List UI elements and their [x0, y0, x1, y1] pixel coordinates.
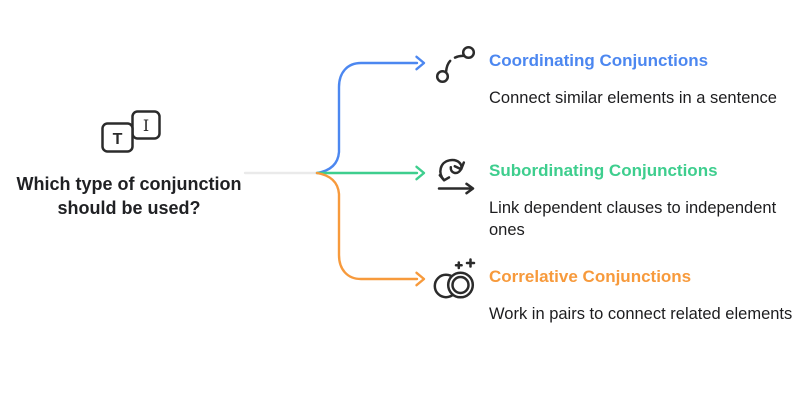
arrowhead-subordinating-icon [415, 165, 426, 181]
branch-correlative: Correlative Conjunctions Work in pairs t… [489, 266, 807, 325]
key-t-letter: T [113, 131, 123, 148]
branch-correlative-label: Correlative Conjunctions [489, 267, 692, 286]
branch-line-coordinating [315, 61, 419, 175]
arrowhead-coordinating-icon [415, 55, 426, 71]
branch-subordinating-description: Link dependent clauses to independent on… [489, 199, 777, 239]
branch-coordinating-label: Coordinating Conjunctions [489, 51, 709, 70]
key-t-box [101, 122, 134, 153]
branch-line-correlative [315, 171, 419, 281]
branch-subordinating: Subordinating Conjunctions Link dependen… [489, 160, 807, 241]
text-keys-icon: I T [101, 110, 161, 153]
curved-connector-icon [435, 45, 476, 84]
loop-arrow-icon [437, 158, 475, 195]
arrowhead-correlative-icon [415, 271, 426, 287]
branch-coordinating-description: Connect similar elements in a sentence [489, 89, 777, 107]
key-i-letter: I [143, 116, 149, 135]
root-question-title: Which type of conjunction should be used… [16, 174, 242, 218]
paired-rings-sparkle-icon [433, 258, 476, 299]
branch-subordinating-label: Subordinating Conjunctions [489, 161, 718, 180]
branch-coordinating: Coordinating Conjunctions Connect simila… [489, 50, 807, 109]
branch-correlative-description: Work in pairs to connect related element… [489, 305, 793, 323]
